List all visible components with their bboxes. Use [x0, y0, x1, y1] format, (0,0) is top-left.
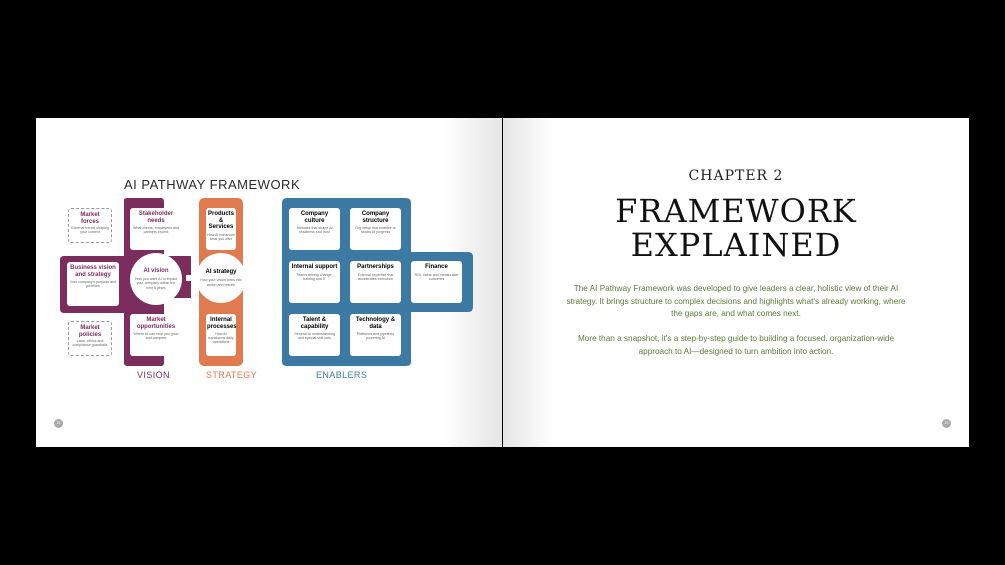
partnerships-card: Partnerships External expertise that acc…	[350, 261, 401, 303]
market-opportunities-card: Market opportunities Where AI can help y…	[130, 314, 182, 356]
technology-data-subtitle: Platforms and pipelines powering AI	[356, 332, 395, 341]
partnerships-subtitle: External expertise that accelerates exec…	[357, 272, 394, 281]
internal-processes-title: Internal processes	[207, 317, 236, 330]
market-policies-subtitle: Laws, ethics and compliance guardrails	[72, 339, 108, 348]
finance-subtitle: ROI, value and measurable outcomes	[414, 272, 459, 281]
business-vision-card: Business vision and strategy Your compan…	[67, 262, 119, 306]
market-policies-box: Market policies Laws, ethics and complia…	[68, 321, 112, 356]
right-page: CHAPTER 2 FRAMEWORK EXPLAINED The AI Pat…	[503, 118, 969, 447]
products-services-subtitle: How AI enhances what you offer	[207, 232, 235, 241]
market-opportunities-subtitle: Where AI can help you grow and compete	[133, 332, 179, 341]
page-number-left: 22	[54, 419, 63, 428]
business-vision-subtitle: Your company's purpose and priorities	[69, 280, 117, 289]
products-services-title: Products & Services	[207, 211, 234, 230]
company-structure-subtitle: Org setup that enables or blocks AI prog…	[355, 226, 396, 235]
left-page: AI PATHWAY FRAMEWORK Market forces Exter…	[36, 118, 502, 447]
title-line-1: FRAMEWORK	[615, 192, 857, 230]
talent-capability-subtitle: General AI understanding and special ski…	[294, 332, 335, 341]
partnerships-title: Partnerships	[357, 264, 394, 270]
internal-support-card: Internal support Teams driving change, t…	[289, 261, 340, 303]
ai-strategy-circle: AI strategy How your vision turns into a…	[196, 253, 246, 303]
strategy-label: STRATEGY	[206, 370, 258, 380]
business-vision-title: Business vision and strategy	[70, 265, 116, 278]
market-policies-title: Market policies	[78, 325, 102, 338]
ai-strategy-title: AI strategy	[205, 269, 237, 276]
finance-title: Finance	[425, 264, 448, 270]
chapter-label: CHAPTER 2	[688, 168, 784, 184]
internal-processes-card: Internal processes How AI transforms dai…	[206, 314, 236, 356]
ai-vision-subtitle: How you want AI to impact your company w…	[134, 277, 178, 290]
gutter-shadow	[503, 118, 553, 447]
ai-vision-circle: AI vision How you want AI to impact your…	[130, 253, 182, 305]
market-forces-box: Market forces External trends shaping yo…	[68, 208, 112, 243]
products-services-card: Products & Services How AI enhances what…	[206, 208, 236, 250]
stakeholder-needs-subtitle: What clients, employees and partners exp…	[133, 226, 179, 235]
technology-data-title: Technology & data	[355, 317, 396, 330]
ai-vision-title: AI vision	[143, 268, 169, 275]
technology-data-card: Technology & data Platforms and pipeline…	[350, 314, 401, 356]
talent-capability-card: Talent & capability General AI understan…	[289, 314, 340, 356]
second-paragraph: More than a snapshot, it's a step-by-ste…	[577, 334, 895, 356]
internal-support-subtitle: Teams driving change, training and IT	[296, 272, 333, 281]
market-forces-subtitle: External trends shaping your context	[71, 226, 109, 235]
intro-paragraph: The AI Pathway Framework was developed t…	[566, 284, 906, 318]
internal-processes-subtitle: How AI transforms daily operations	[208, 332, 234, 345]
internal-support-title: Internal support	[291, 264, 338, 270]
page-number-right: 23	[942, 419, 951, 428]
company-structure-title: Company structure	[361, 211, 390, 224]
company-culture-subtitle: Attitudes that shape AI readiness and tr…	[296, 226, 333, 235]
market-forces-title: Market forces	[80, 212, 100, 225]
enablers-label: ENABLERS	[316, 370, 368, 380]
company-culture-title: Company culture	[300, 211, 329, 224]
talent-capability-title: Talent & capability	[300, 317, 329, 330]
vision-label: VISION	[137, 370, 170, 380]
market-opportunities-title: Market opportunities	[136, 317, 176, 330]
finance-card: Finance ROI, value and measurable outcom…	[411, 261, 462, 303]
ai-strategy-subtitle: How your vision turns into action and re…	[200, 278, 242, 287]
framework-title: AI PATHWAY FRAMEWORK	[124, 177, 301, 192]
company-structure-card: Company structure Org setup that enables…	[350, 208, 401, 250]
stakeholder-needs-card: Stakeholder needs What clients, employee…	[130, 208, 182, 250]
title-line-2: EXPLAINED	[630, 226, 842, 264]
stakeholder-needs-title: Stakeholder needs	[138, 211, 174, 224]
company-culture-card: Company culture Attitudes that shape AI …	[289, 208, 340, 250]
